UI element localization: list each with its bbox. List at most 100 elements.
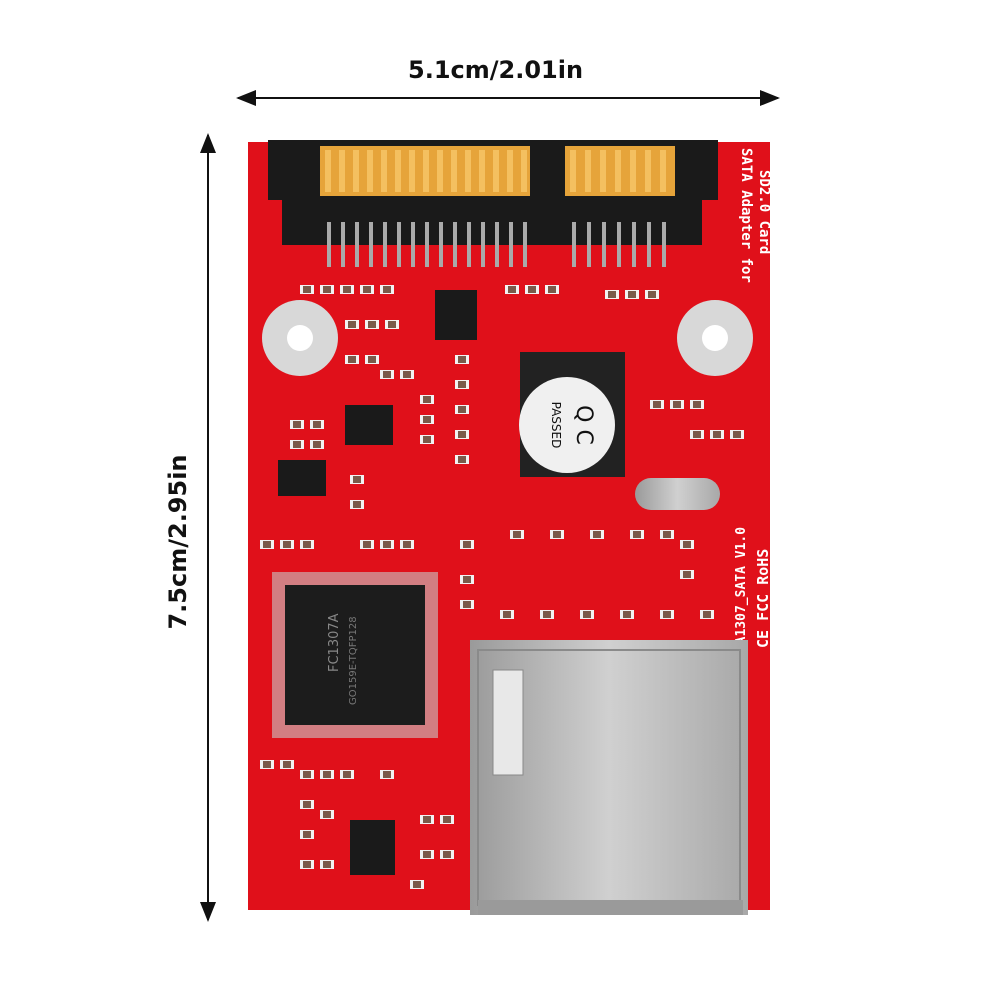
connector-pin [630, 150, 636, 192]
connector-pin [325, 150, 331, 192]
connector-pin [381, 150, 387, 192]
smd-part [548, 286, 556, 293]
qc-sticker-text: Q C [571, 405, 596, 445]
smd-part [443, 851, 451, 858]
smd-part [513, 531, 521, 538]
smd-part [423, 416, 431, 423]
connector-leg [662, 222, 666, 267]
connector-pin [479, 150, 485, 192]
connector-pin [367, 150, 373, 192]
connector-leg [369, 222, 373, 267]
bridge-chip: Q C PASSED [519, 352, 625, 477]
smd-part [353, 476, 361, 483]
smd-part [303, 771, 311, 778]
controller-chip-sub: GO159E-TQFP128 [348, 616, 359, 705]
connector-leg [495, 222, 499, 267]
smd-part [303, 861, 311, 868]
smd-part [368, 356, 376, 363]
smd-part [703, 611, 711, 618]
smd-part [323, 771, 331, 778]
connector-pin [645, 150, 651, 192]
smd-part [648, 291, 656, 298]
smd-part [508, 286, 516, 293]
voltage-regulator [345, 405, 393, 445]
smd-part [458, 406, 466, 413]
connector-leg [632, 222, 636, 267]
smd-part [323, 861, 331, 868]
connector-pin [451, 150, 457, 192]
controller-chip-label: FC1307A [327, 613, 342, 672]
connector-leg [327, 222, 331, 267]
connector-pin [521, 150, 527, 192]
connector-pin [339, 150, 345, 192]
connector-pin [437, 150, 443, 192]
smd-part [343, 286, 351, 293]
smd-part [458, 381, 466, 388]
smd-part [673, 401, 681, 408]
smd-part [313, 421, 321, 428]
smd-part [653, 401, 661, 408]
sd-card-slot [470, 640, 748, 915]
qc-sticker-passed: PASSED [549, 402, 563, 449]
smd-part [713, 431, 721, 438]
smd-part [323, 286, 331, 293]
smd-part [583, 611, 591, 618]
connector-leg [509, 222, 513, 267]
smd-part [628, 291, 636, 298]
smd-part [263, 761, 271, 768]
smd-part [463, 576, 471, 583]
crystal-oscillator [635, 478, 720, 510]
smd-part [303, 831, 311, 838]
connector-leg [383, 222, 387, 267]
smd-part [363, 286, 371, 293]
smd-part [313, 441, 321, 448]
connector-leg [617, 222, 621, 267]
smd-part [663, 611, 671, 618]
connector-pin [585, 150, 591, 192]
smd-part [363, 541, 371, 548]
sata-connector [268, 140, 718, 267]
smd-part [353, 501, 361, 508]
smd-part [293, 421, 301, 428]
connector-leg [481, 222, 485, 267]
connector-leg [411, 222, 415, 267]
connector-leg [602, 222, 606, 267]
board-certs-text: CE FCC RoHS [754, 549, 772, 648]
smd-part [683, 571, 691, 578]
smd-part [388, 321, 396, 328]
smd-part [458, 456, 466, 463]
smd-part [323, 811, 331, 818]
smd-part [553, 531, 561, 538]
smd-part [423, 396, 431, 403]
smd-part [608, 291, 616, 298]
smd-part [623, 611, 631, 618]
connector-pin [615, 150, 621, 192]
connector-leg [425, 222, 429, 267]
connector-leg [647, 222, 651, 267]
connector-leg [341, 222, 345, 267]
mounting-hole [677, 300, 753, 376]
smd-part [423, 816, 431, 823]
connector-leg [453, 222, 457, 267]
voltage-regulator [278, 460, 326, 496]
connector-pin [395, 150, 401, 192]
smd-part [503, 611, 511, 618]
smd-part [348, 356, 356, 363]
smd-part [633, 531, 641, 538]
connector-leg [439, 222, 443, 267]
connector-pin [423, 150, 429, 192]
connector-pin [465, 150, 471, 192]
smd-part [383, 371, 391, 378]
smd-part [528, 286, 536, 293]
smd-part [663, 531, 671, 538]
smd-part [458, 431, 466, 438]
smd-part [423, 436, 431, 443]
connector-pin [600, 150, 606, 192]
connector-pin [493, 150, 499, 192]
smd-part [263, 541, 271, 548]
smd-part [383, 286, 391, 293]
connector-leg [467, 222, 471, 267]
smd-part [283, 761, 291, 768]
connector-leg [587, 222, 591, 267]
